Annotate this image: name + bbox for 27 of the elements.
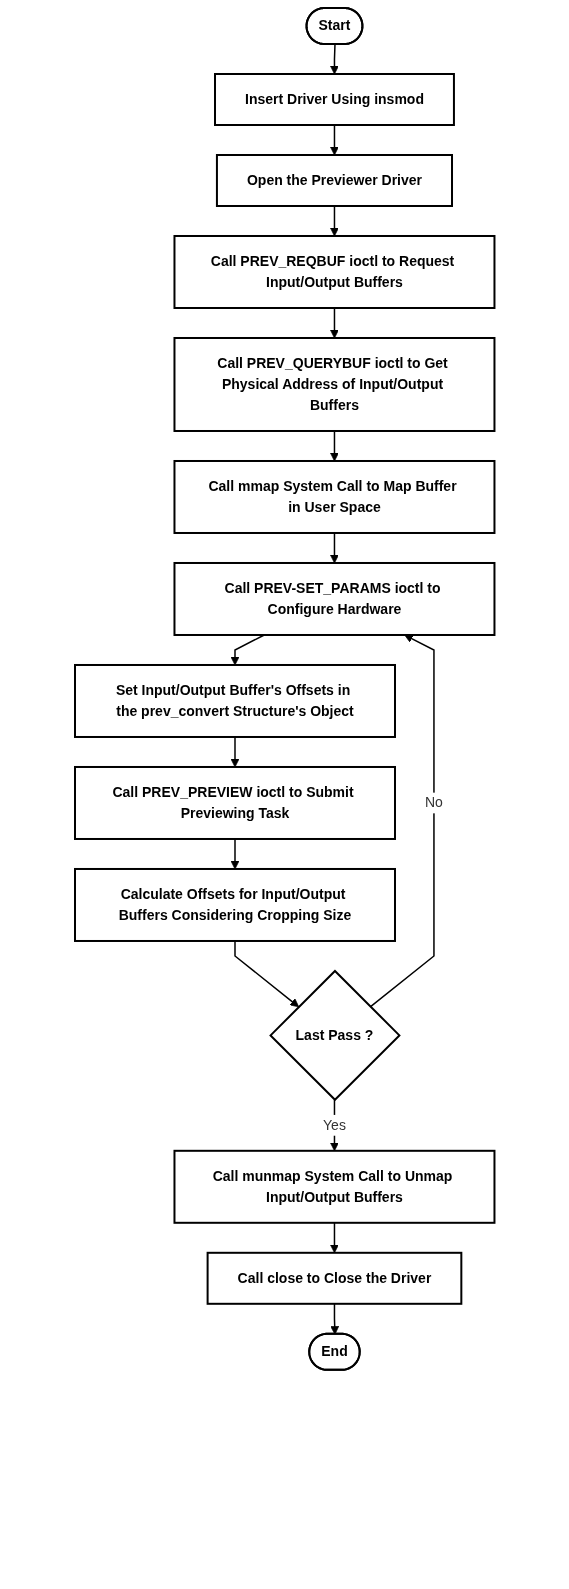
- arrow: [369, 634, 435, 1008]
- node-box: Call munmap System Call to Unmap Input/Output Buffers: [173, 1149, 496, 1224]
- node-diamond: Last Pass ?: [268, 969, 401, 1102]
- node-box: Calculate Offsets for Input/Output Buffers Considering Cropping Size: [73, 868, 396, 942]
- node-box: Call PREV_REQBUF ioctl to Request Input/Output Buffers: [173, 235, 496, 309]
- arrow: [329, 430, 339, 462]
- arrow: [330, 1303, 339, 1335]
- node-box: Set Input/Output Buffer's Offsets in the prev_convert Structure's Object: [73, 664, 396, 738]
- arrow: [230, 736, 240, 768]
- arrow: [329, 532, 339, 564]
- arrow: [329, 1222, 339, 1254]
- arrow: [329, 307, 339, 339]
- node-box: Call close to Close the Driver: [206, 1251, 463, 1305]
- node-box: Call PREV-SET_PARAMS ioctl to Configure Hardware: [173, 562, 496, 636]
- arrow: [230, 634, 265, 666]
- arrow: [329, 124, 339, 156]
- node-box: Open the Previewer Driver: [215, 154, 453, 207]
- node-box: Call PREV_QUERYBUF ioctl to Get Physical Address of Input/Output Buffers: [173, 337, 496, 432]
- arrow: [329, 43, 339, 75]
- arrow: [230, 838, 240, 870]
- arrow: [234, 940, 299, 1008]
- node-box: Call mmap System Call to Map Buffer in User Space: [173, 460, 496, 534]
- node-box: Call PREV_PREVIEW ioctl to Submit Previewing Task: [73, 766, 396, 840]
- edge-label: Yes: [322, 1116, 346, 1133]
- edge-label: No: [424, 794, 443, 811]
- node-box: Insert Driver Using insmod: [213, 73, 455, 126]
- arrow: [329, 205, 339, 237]
